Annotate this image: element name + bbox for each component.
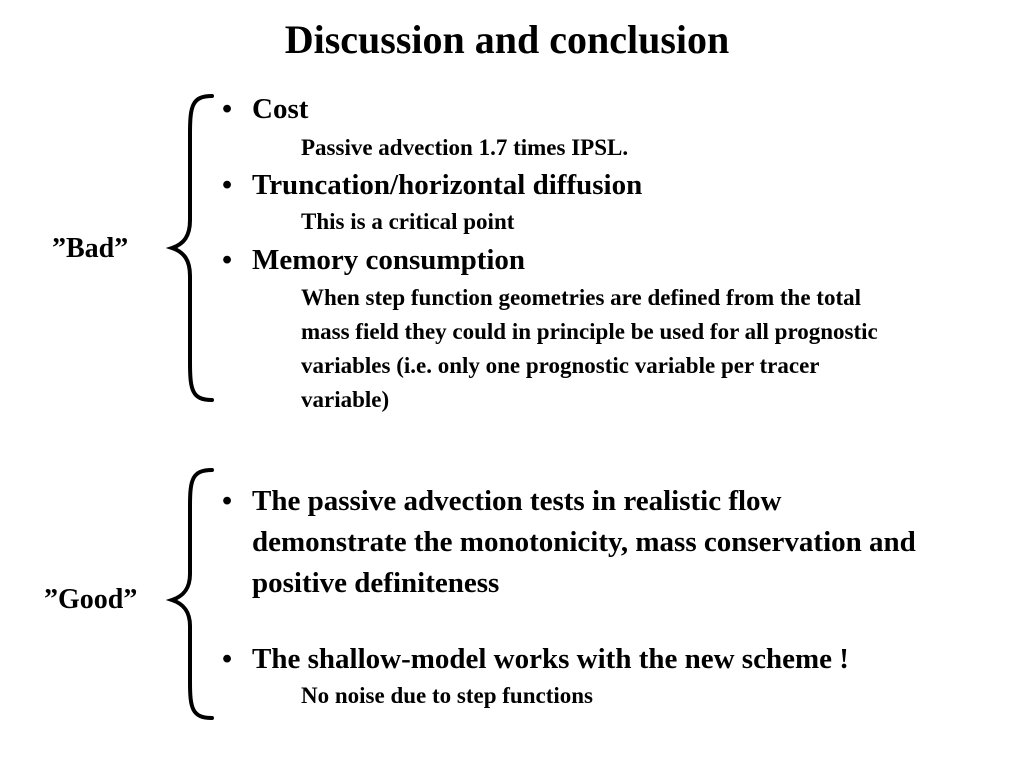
bullet-dot: •: [222, 643, 233, 675]
memory-detail-line: mass field they could in principle be us…: [301, 319, 878, 344]
bullet-dot: •: [222, 485, 233, 517]
bullet-cost-text: Cost: [252, 93, 309, 125]
bullet-dot: •: [222, 244, 233, 276]
cost-detail: Passive advection 1.7 times IPSL.: [301, 135, 629, 160]
bullet-memory: • Memory consumption: [222, 243, 525, 277]
shallow-model-detail: No noise due to step functions: [301, 683, 594, 708]
bullet-truncation-text: Truncation/horizontal diffusion: [252, 169, 643, 201]
bullet-dot: •: [222, 169, 233, 201]
memory-detail-line: variables (i.e. only one prognostic vari…: [301, 353, 820, 378]
shallow-model-text: The shallow-model works with the new sch…: [252, 643, 849, 675]
passive-advection-line: positive definiteness: [252, 567, 500, 599]
good-brace: [165, 468, 214, 720]
bullet-dot: •: [222, 93, 233, 125]
memory-detail-line: variable): [301, 387, 390, 412]
bad-brace: [165, 94, 214, 402]
slide-title: Discussion and conclusion: [284, 17, 730, 62]
bullet-truncation: • Truncation/horizontal diffusion: [222, 168, 642, 202]
passive-advection-line: demonstrate the monotonicity, mass conse…: [252, 526, 916, 558]
good-group-label: ”Good”: [44, 584, 138, 615]
memory-detail-line: When step function geometries are define…: [301, 285, 862, 310]
truncation-detail: This is a critical point: [301, 209, 515, 234]
bad-group-label: ”Bad”: [52, 233, 129, 264]
passive-advection-line: The passive advection tests in realistic…: [252, 485, 782, 517]
bullet-passive-advection: • The passive advection tests in realisti…: [222, 481, 782, 522]
bullet-memory-text: Memory consumption: [252, 244, 526, 276]
bullet-cost: • Cost: [222, 92, 308, 126]
bullet-shallow-model: • The shallow-model works with the new sc…: [222, 639, 849, 680]
